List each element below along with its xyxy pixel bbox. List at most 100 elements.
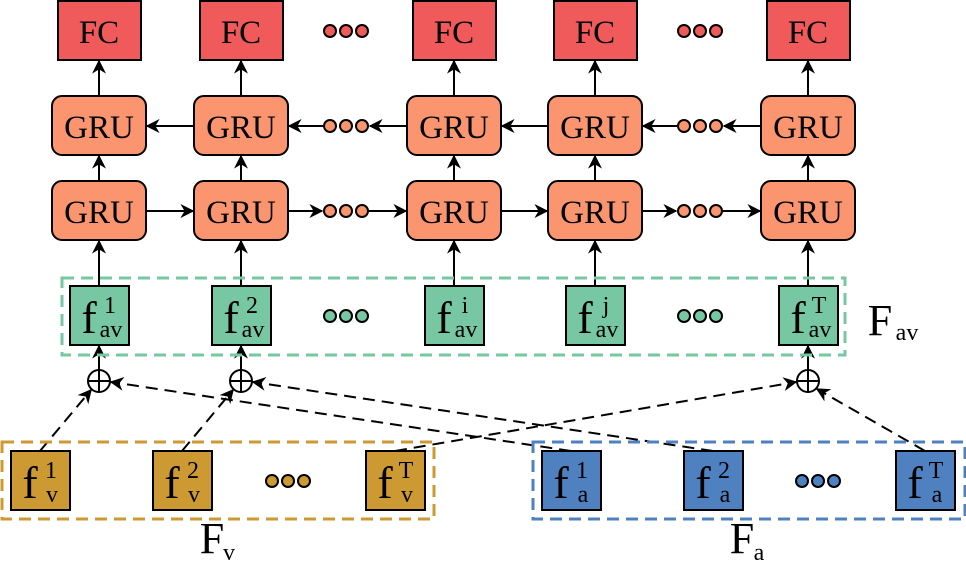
fv-label-3-base: f bbox=[377, 457, 393, 508]
gru-backward-ellipsis-dot-a-3 bbox=[355, 119, 369, 133]
fa-label-2-subscript: a bbox=[720, 482, 731, 508]
fc-label-4: FC bbox=[575, 15, 615, 51]
fv-label-2-base: f bbox=[164, 457, 180, 508]
fa-ellipsis-dot-1 bbox=[795, 474, 809, 488]
fav-group-label-base: F bbox=[868, 296, 892, 345]
fa-label-1-base: f bbox=[553, 457, 569, 508]
arrow-fv2-to-fusion-2 bbox=[181, 388, 234, 452]
fc-box-2 bbox=[199, 0, 284, 61]
fv-label-1-subscript: v bbox=[46, 482, 58, 508]
gru-forward-3 bbox=[406, 180, 502, 241]
fc-box-1 bbox=[57, 0, 142, 61]
gru-forward-1 bbox=[51, 180, 147, 241]
fav-label-3-base: f bbox=[436, 292, 452, 343]
fav-label-1-superscript: 1 bbox=[104, 293, 116, 319]
fv-label-2-superscript: 2 bbox=[187, 458, 199, 484]
fc-box-4 bbox=[553, 0, 638, 61]
gru-backward-ellipsis-dot-b-3 bbox=[709, 119, 723, 133]
gru-forward-ellipsis-dot-b-2 bbox=[693, 204, 707, 218]
fc-label-1: FC bbox=[79, 15, 119, 51]
fc-ellipsis-dot-a-2 bbox=[339, 24, 353, 38]
fv-group-box bbox=[0, 440, 436, 521]
gru-backward-label-5: GRU bbox=[773, 110, 843, 146]
gru-forward-label-1: GRU bbox=[64, 195, 134, 231]
gru-forward-4 bbox=[547, 180, 643, 241]
fa-label-3-subscript: a bbox=[932, 482, 943, 508]
fc-label-3: FC bbox=[434, 15, 474, 51]
fav-ellipsis-dot-b-1 bbox=[677, 309, 691, 323]
fa-box-2 bbox=[683, 450, 744, 511]
arrow-fa2-to-fusion-2 bbox=[251, 376, 714, 452]
fv-label-3-superscript: T bbox=[399, 458, 414, 484]
fav-ellipsis-dot-b-2 bbox=[693, 309, 707, 323]
fav-box-2 bbox=[211, 285, 272, 346]
fav-label-2-superscript: 2 bbox=[246, 293, 258, 319]
fa-box-3 bbox=[895, 450, 956, 511]
gru-backward-label-1: GRU bbox=[64, 110, 134, 146]
gru-backward-label-3: GRU bbox=[419, 110, 489, 146]
gru-forward-label-4: GRU bbox=[560, 195, 630, 231]
gru-backward-ellipsis-dot-b-2 bbox=[693, 119, 707, 133]
fc-ellipsis-dot-b-1 bbox=[677, 24, 691, 38]
gru-backward-4 bbox=[547, 95, 643, 156]
fv-group-label-base: F bbox=[200, 514, 224, 563]
gru-forward-ellipsis-dot-a-2 bbox=[339, 204, 353, 218]
fa-label-1-subscript: a bbox=[578, 482, 589, 508]
gru-forward-2 bbox=[193, 180, 289, 241]
fc-ellipsis-dot-b-3 bbox=[709, 24, 723, 38]
fv-box-2 bbox=[152, 450, 213, 511]
fv-ellipsis-dot-1 bbox=[265, 474, 279, 488]
gru-forward-ellipsis-dot-b-3 bbox=[709, 204, 723, 218]
fav-label-5-superscript: T bbox=[812, 293, 827, 319]
fv-group-label-subscript: v bbox=[223, 540, 235, 566]
gru-forward-label-2: GRU bbox=[206, 195, 276, 231]
gru-forward-label-3: GRU bbox=[419, 195, 489, 231]
fa-label-1-superscript: 1 bbox=[576, 458, 588, 484]
fv-box-1 bbox=[10, 450, 71, 511]
fc-box-3 bbox=[412, 0, 497, 61]
fv-box-3 bbox=[365, 450, 426, 511]
fav-ellipsis-dot-a-1 bbox=[323, 309, 337, 323]
gru-backward-label-2: GRU bbox=[206, 110, 276, 146]
fv-label-1-base: f bbox=[22, 457, 38, 508]
fav-label-4-base: f bbox=[577, 292, 593, 343]
fa-label-3-base: f bbox=[907, 457, 923, 508]
fav-box-5 bbox=[778, 285, 839, 346]
gru-forward-ellipsis-dot-a-3 bbox=[355, 204, 369, 218]
gru-backward-label-4: GRU bbox=[560, 110, 630, 146]
fa-ellipsis-dot-3 bbox=[827, 474, 841, 488]
fc-ellipsis-dot-b-2 bbox=[693, 24, 707, 38]
fav-label-3-subscript: av bbox=[455, 317, 478, 343]
fav-box-3 bbox=[424, 285, 485, 346]
fav-ellipsis-dot-a-2 bbox=[339, 309, 353, 323]
fav-box-4 bbox=[565, 285, 626, 346]
fa-group-label-base: F bbox=[730, 514, 754, 563]
fc-label-2: FC bbox=[221, 15, 261, 51]
gru-backward-5 bbox=[760, 95, 856, 156]
gru-forward-ellipsis-dot-a-1 bbox=[323, 204, 337, 218]
fv-label-2-subscript: v bbox=[188, 482, 200, 508]
fc-box-5 bbox=[766, 0, 851, 61]
fv-label-1-superscript: 1 bbox=[45, 458, 57, 484]
arrow-fvT-to-fusion-T bbox=[394, 377, 798, 452]
arrow-faT-to-fusion-T bbox=[815, 388, 926, 452]
fc-ellipsis-dot-a-3 bbox=[355, 24, 369, 38]
fa-group-box bbox=[531, 440, 966, 521]
gru-backward-ellipsis-dot-a-1 bbox=[323, 119, 337, 133]
fav-ellipsis-dot-b-3 bbox=[709, 309, 723, 323]
fa-group-label-subscript: a bbox=[754, 540, 765, 566]
